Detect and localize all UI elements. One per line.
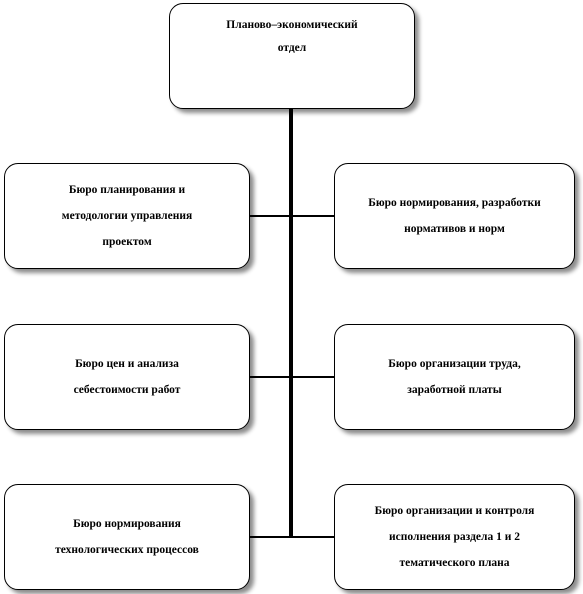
bureau-label-line: тематического плана bbox=[399, 557, 510, 569]
bureau-label: Бюро организации и контроля исполнения р… bbox=[375, 498, 535, 576]
bureau-box-right-2: Бюро организации труда, заработной платы bbox=[334, 324, 575, 430]
bureau-label: Бюро цен и анализа себестоимости работ bbox=[74, 351, 181, 403]
bureau-label-line: заработной платы bbox=[407, 384, 502, 396]
bureau-label-line: нормативов и норм bbox=[404, 223, 505, 235]
bureau-label-line: себестоимости работ bbox=[73, 384, 181, 396]
bureau-box-left-3: Бюро нормирования технологических процес… bbox=[4, 484, 250, 590]
bureau-label-line: Бюро организации и контроля bbox=[374, 505, 535, 517]
bureau-box-left-2: Бюро цен и анализа себестоимости работ bbox=[4, 324, 250, 430]
connector-right-1 bbox=[291, 215, 334, 217]
connector-left-1 bbox=[250, 215, 291, 217]
bureau-box-right-1: Бюро нормирования, разработки нормативов… bbox=[334, 163, 575, 269]
bureau-label: Бюро нормирования технологических процес… bbox=[55, 511, 199, 563]
bureau-label-line: Бюро нормирования bbox=[73, 518, 181, 530]
bureau-label-line: исполнения раздела 1 и 2 bbox=[389, 531, 520, 543]
bureau-label-line: проектом bbox=[102, 236, 152, 248]
bureau-label-line: Бюро нормирования, разработки bbox=[368, 197, 541, 209]
bureau-label: Бюро нормирования, разработки нормативов… bbox=[368, 190, 541, 242]
bureau-label: Бюро организации труда, заработной платы bbox=[388, 351, 520, 403]
connector-right-3 bbox=[291, 536, 334, 538]
root-department-box: Планово–экономический отдел bbox=[169, 3, 415, 109]
connector-left-3 bbox=[250, 536, 291, 538]
connector-left-2 bbox=[250, 376, 291, 378]
bureau-label-line: Бюро цен и анализа bbox=[75, 358, 179, 370]
bureau-box-left-1: Бюро планирования и методологии управлен… bbox=[4, 163, 250, 269]
bureau-box-right-3: Бюро организации и контроля исполнения р… bbox=[334, 484, 575, 590]
bureau-label-line: Бюро организации труда, bbox=[388, 358, 521, 370]
connector-right-2 bbox=[291, 376, 334, 378]
bureau-label: Бюро планирования и методологии управлен… bbox=[62, 177, 192, 255]
root-department-label: Планово–экономический отдел bbox=[226, 14, 357, 60]
root-label-line: отдел bbox=[277, 42, 307, 54]
trunk-connector bbox=[289, 109, 293, 537]
root-label-line: Планово–экономический bbox=[226, 19, 358, 31]
bureau-label-line: технологических процессов bbox=[55, 544, 199, 556]
bureau-label-line: методологии управления bbox=[61, 210, 193, 222]
bureau-label-line: Бюро планирования и bbox=[68, 184, 186, 196]
